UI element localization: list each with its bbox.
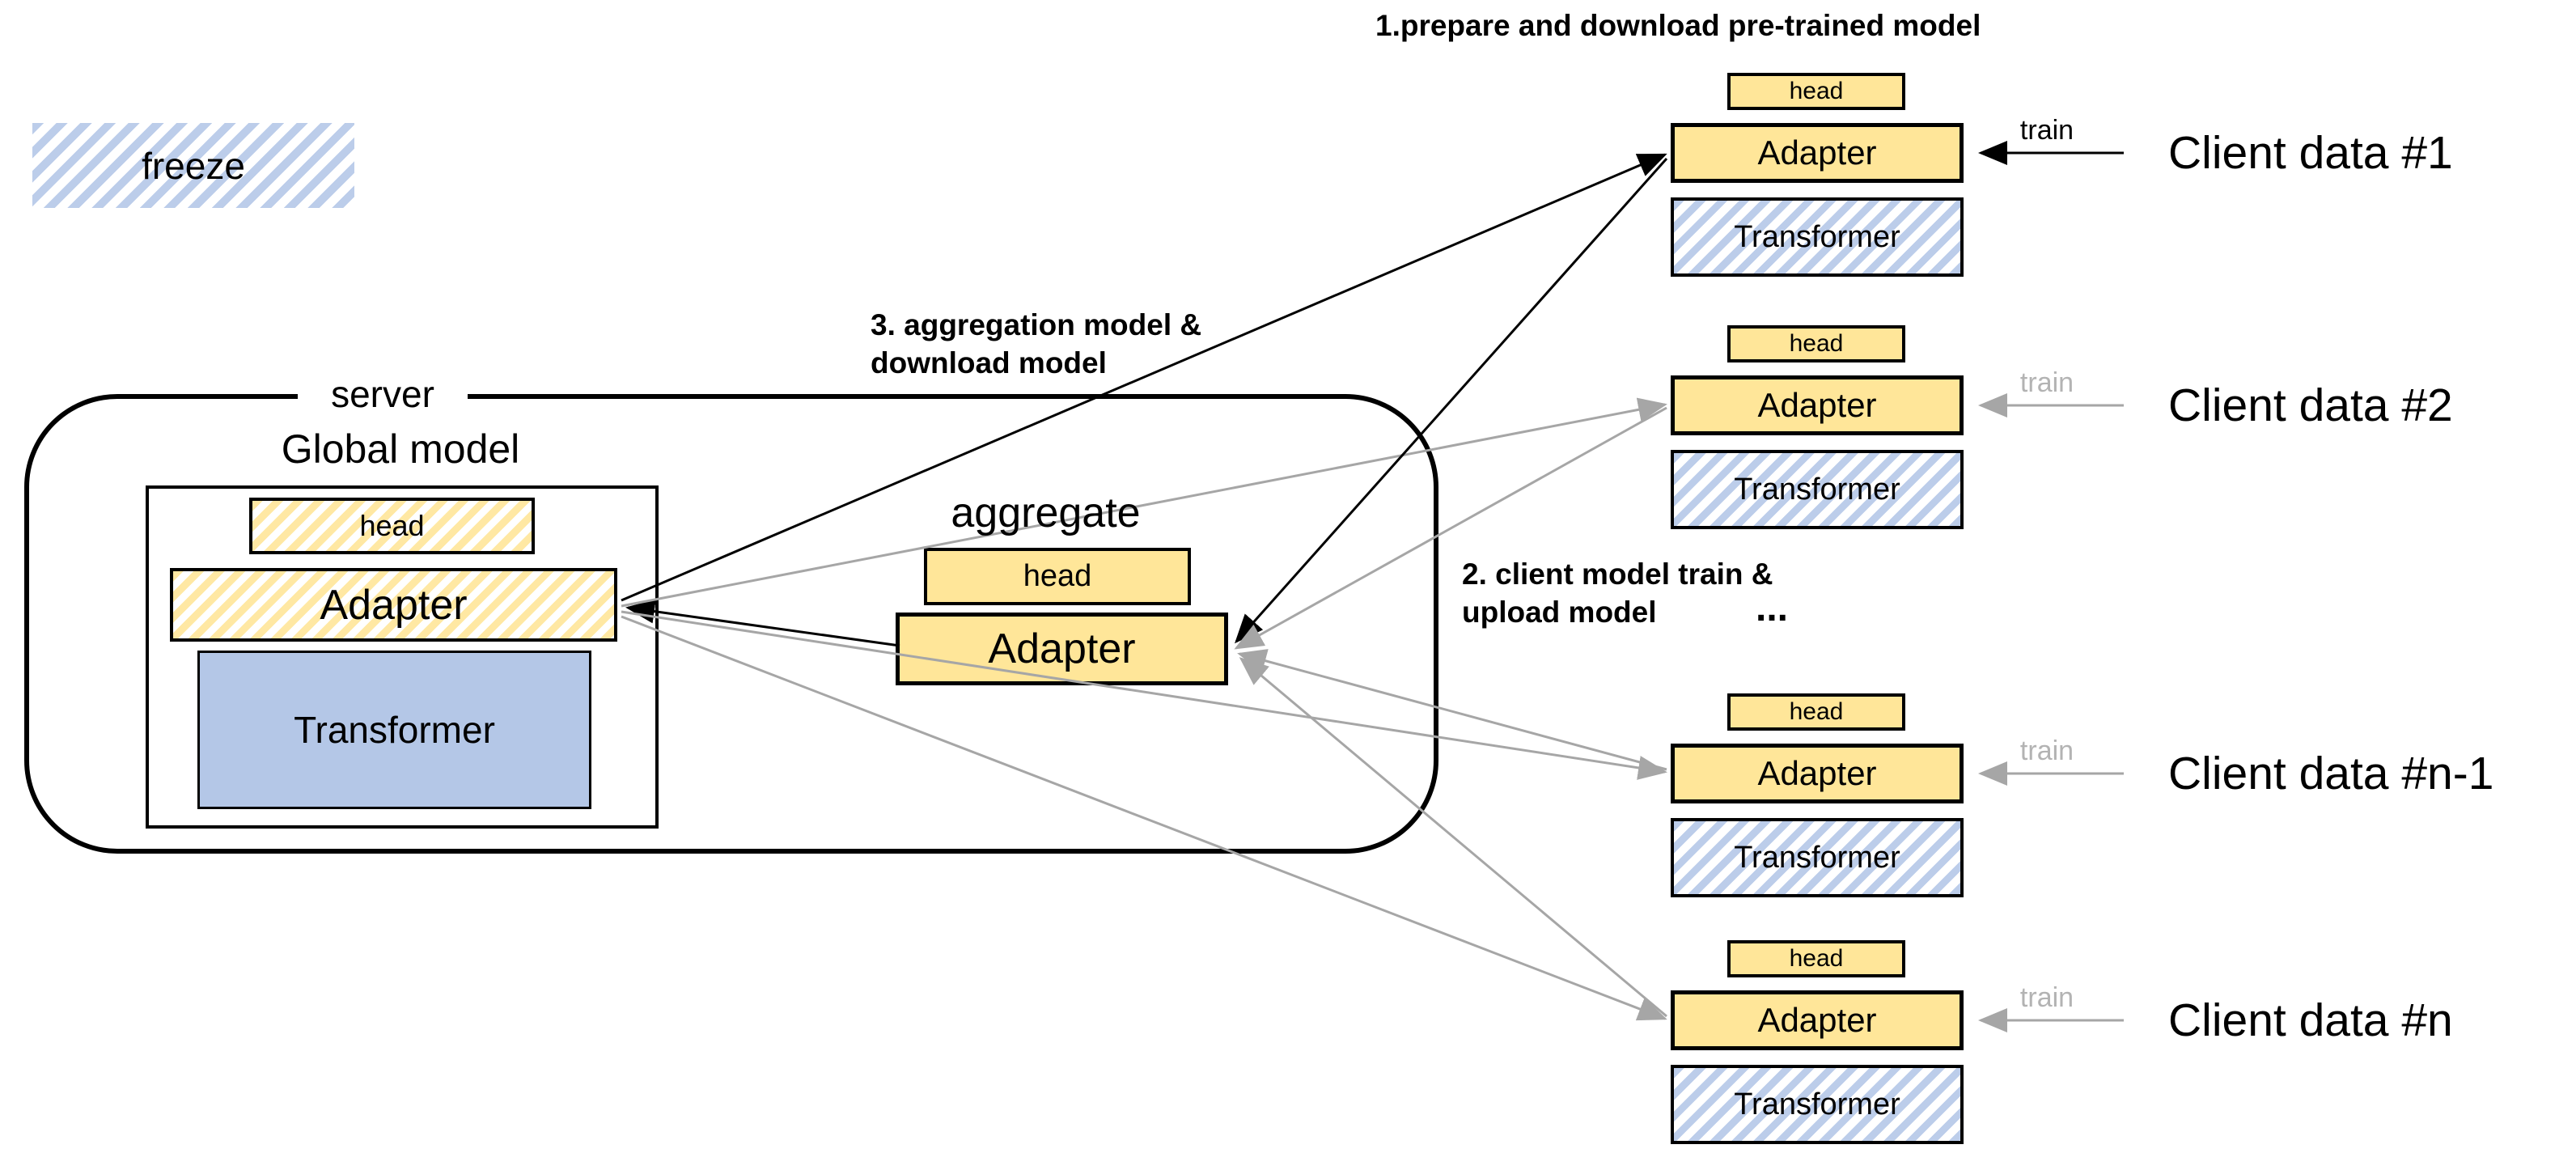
client1-head-label: head — [1789, 78, 1844, 104]
client-data-label-n: Client data #n — [2168, 994, 2453, 1046]
aggregate-adapter-label: Adapter — [988, 625, 1136, 672]
client2-head-box: head — [1727, 325, 1905, 362]
client1-adapter-label: Adapter — [1757, 134, 1877, 172]
client2-transformer-label: Transformer — [1734, 472, 1900, 507]
annotation-step3-line2: download model — [871, 346, 1107, 379]
client1-head-box: head — [1727, 73, 1905, 110]
client3-adapter-label: Adapter — [1757, 754, 1877, 792]
annotation-step2-line2: upload model — [1462, 596, 1657, 629]
client4-adapter-box: Adapter — [1671, 990, 1964, 1050]
client1-transformer-box: Transformer — [1671, 197, 1964, 277]
train-label-client4: train — [2019, 982, 2074, 1013]
client2-head-label: head — [1789, 330, 1844, 357]
server-transformer-box: Transformer — [197, 651, 591, 809]
client4-head-box: head — [1727, 940, 1905, 977]
server-adapter-label: Adapter — [320, 581, 468, 629]
annotation-step1: 1.prepare and download pre-trained model — [1375, 6, 1981, 45]
annotation-step3-line1: 3. aggregation model & — [871, 308, 1202, 341]
aggregate-title: aggregate — [951, 490, 1141, 536]
global-model-title: Global model — [281, 426, 520, 472]
annotation-step3: 3. aggregation model & download model — [871, 306, 1201, 382]
server-head-label: head — [359, 509, 425, 542]
annotation-step1-text: 1.prepare and download pre-trained model — [1375, 9, 1981, 42]
server-transformer-label: Transformer — [294, 709, 495, 751]
client4-head-label: head — [1789, 945, 1844, 972]
client2-adapter-box: Adapter — [1671, 375, 1964, 435]
train-label-client2: train — [2019, 367, 2074, 398]
client1-adapter-box: Adapter — [1671, 123, 1964, 183]
aggregate-adapter-box: Adapter — [896, 613, 1228, 685]
client-data-label-n-1: Client data #n-1 — [2168, 748, 2494, 799]
train-label-client1: train — [2019, 115, 2074, 146]
client3-adapter-box: Adapter — [1671, 744, 1964, 803]
train-label-client3: train — [2019, 735, 2074, 766]
client4-adapter-label: Adapter — [1757, 1001, 1877, 1039]
client2-adapter-label: Adapter — [1757, 386, 1877, 424]
client3-head-box: head — [1727, 693, 1905, 731]
freeze-legend: freeze — [32, 123, 354, 208]
client3-transformer-label: Transformer — [1734, 840, 1900, 875]
annotation-step2: 2. client model train & upload model — [1462, 555, 1773, 631]
client3-transformer-box: Transformer — [1671, 818, 1964, 897]
freeze-legend-label: freeze — [142, 144, 245, 187]
client4-transformer-label: Transformer — [1734, 1087, 1900, 1121]
aggregate-head-label: head — [1023, 559, 1092, 593]
client2-transformer-box: Transformer — [1671, 450, 1964, 529]
clients-ellipsis: ... — [1756, 587, 1789, 630]
client1-transformer-label: Transformer — [1734, 219, 1900, 254]
client-data-label-2: Client data #2 — [2168, 379, 2453, 431]
server-head-box: head — [249, 498, 535, 554]
aggregate-head-box: head — [924, 548, 1191, 605]
client4-transformer-box: Transformer — [1671, 1065, 1964, 1144]
server-title: server — [298, 371, 468, 418]
server-adapter-box: Adapter — [170, 568, 617, 642]
client-data-label-1: Client data #1 — [2168, 127, 2453, 179]
client3-head-label: head — [1789, 698, 1844, 725]
annotation-step2-line1: 2. client model train & — [1462, 557, 1773, 591]
